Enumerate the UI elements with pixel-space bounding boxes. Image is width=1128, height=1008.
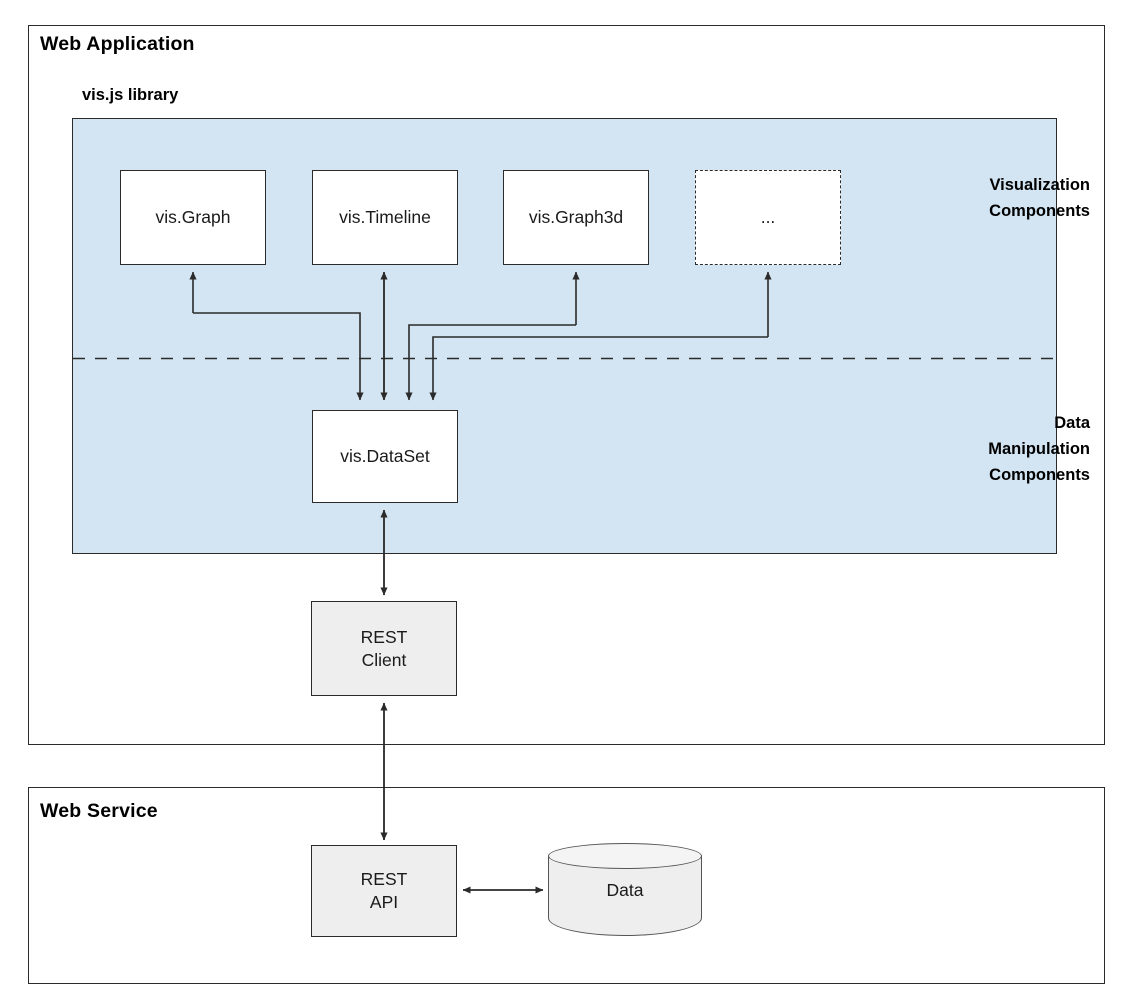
section-caption-visualization: Visualization Components [989, 176, 1090, 220]
cylinder-top [548, 843, 702, 869]
node-vis-graph[interactable]: vis.Graph [120, 170, 266, 265]
node-vis-graph3d[interactable]: vis.Graph3d [503, 170, 649, 265]
node-rest-client[interactable]: REST Client [311, 601, 457, 696]
section-caption-data-manipulation: Data Manipulation Components [988, 414, 1090, 484]
node-vis-dataset[interactable]: vis.DataSet [312, 410, 458, 503]
panel-title-web-service: Web Service [40, 800, 158, 822]
library-label: vis.js library [82, 86, 179, 104]
node-more-components[interactable]: ... [695, 170, 841, 265]
node-vis-timeline[interactable]: vis.Timeline [312, 170, 458, 265]
cylinder-body [548, 856, 702, 936]
node-database[interactable]: Data [548, 843, 702, 937]
node-rest-api[interactable]: REST API [311, 845, 457, 937]
panel-title-web-application: Web Application [40, 33, 195, 55]
node-database-label: Data [606, 879, 644, 900]
